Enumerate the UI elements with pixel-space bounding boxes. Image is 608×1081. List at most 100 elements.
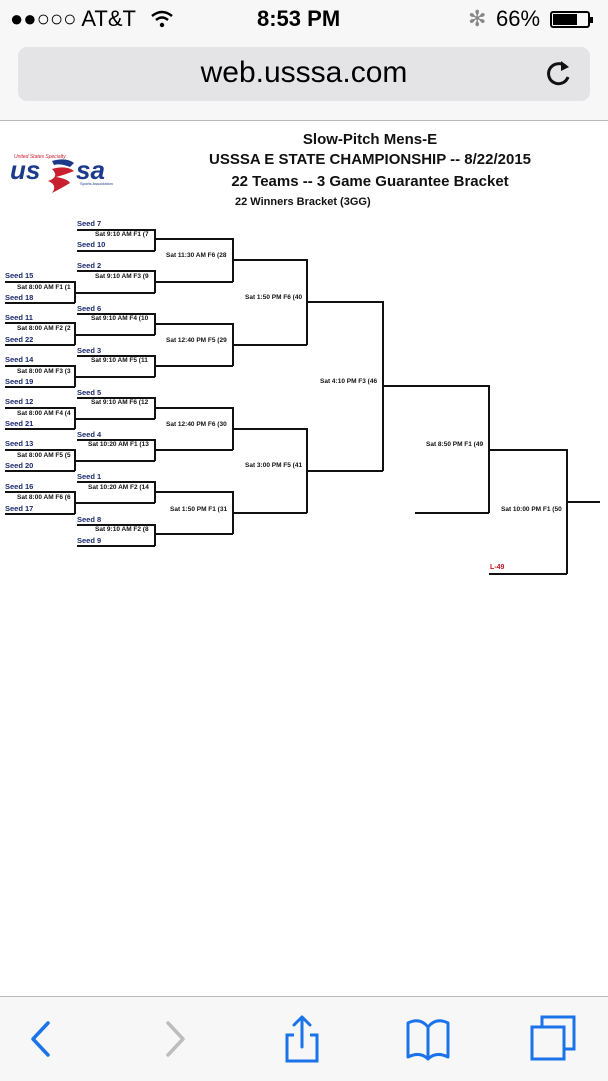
bracket-line [154, 439, 156, 461]
bracket-line [154, 397, 156, 419]
game-label[interactable]: Sat 9:10 AM F5 (11 [91, 357, 148, 364]
battery-percent: 66% [496, 6, 541, 31]
bracket-line [154, 524, 156, 546]
game-label[interactable]: Sat 10:20 AM F2 (14 [88, 484, 149, 491]
bracket-line [77, 524, 155, 526]
clock: 8:53 PM [257, 6, 341, 31]
game-label[interactable]: Sat 8:00 AM F6 (6 [17, 494, 71, 501]
seed-label: Seed 22 [5, 335, 34, 344]
bookmarks-icon[interactable] [404, 1015, 452, 1063]
bracket-line [75, 502, 155, 504]
bracket-title: Slow-Pitch Mens-E [302, 131, 438, 148]
game-label[interactable]: Sat 9:10 AM F6 (12 [91, 399, 149, 406]
game-label[interactable]: Sat 8:00 AM F1 (1 [17, 284, 71, 291]
bracket-line [155, 533, 233, 535]
game-label[interactable]: Sat 8:00 AM F3 (3 [17, 368, 71, 375]
bracket-line [77, 397, 155, 399]
game-label[interactable]: Sat 8:00 AM F4 (4 [17, 410, 71, 417]
bracket-line [77, 545, 155, 547]
bracket-line [74, 281, 76, 303]
bracket-line [233, 512, 307, 514]
game-label[interactable]: Sat 12:40 PM F6 (30 [166, 421, 227, 428]
seed-label: Seed 10 [77, 240, 106, 249]
game-label[interactable]: Sat 9:10 AM F1 (7 [95, 231, 149, 238]
bracket-line [75, 460, 155, 462]
bluetooth-icon: ✻ [468, 6, 487, 31]
bracket-line [155, 407, 233, 409]
game-label[interactable]: Sat 8:50 PM F1 (49 [426, 441, 484, 448]
bracket-line [232, 323, 234, 366]
bracket-line [232, 407, 234, 450]
tabs-icon[interactable] [530, 1015, 578, 1063]
seed-label: Seed 20 [5, 461, 34, 470]
loser-label: L-49 [490, 564, 505, 571]
bracket-line [74, 407, 76, 429]
bracket-line [5, 428, 75, 430]
url-text[interactable]: web.usssa.com [200, 56, 408, 89]
bracket-line [155, 323, 233, 325]
bracket-line [489, 573, 567, 575]
game-label[interactable]: Sat 8:00 AM F5 (5 [17, 452, 71, 459]
bracket-line [74, 322, 76, 345]
seed-label: Seed 9 [77, 536, 102, 545]
game-label[interactable]: Sat 1:50 PM F1 (31 [170, 506, 228, 513]
web-page: United States Specialty us sa Sports Ass… [0, 121, 608, 996]
seed-label: Seed 14 [5, 355, 34, 364]
bracket-format: 22 Teams -- 3 Game Guarantee Bracket [231, 173, 509, 190]
seed-label: Seed 11 [5, 313, 33, 322]
game-label[interactable]: Sat 4:10 PM F3 (46 [320, 378, 378, 385]
bracket-line [488, 385, 490, 513]
bracket-line [154, 270, 156, 293]
bracket-line [155, 365, 233, 367]
bracket-line [415, 512, 489, 514]
bracket-line [75, 376, 155, 378]
seed-label: Seed 13 [5, 439, 34, 448]
seed-label: Seed 3 [77, 346, 102, 355]
address-bar[interactable]: web.usssa.com [18, 47, 590, 101]
bracket-line [155, 281, 233, 283]
bracket-line [155, 491, 233, 493]
reload-icon[interactable] [542, 57, 576, 91]
bracket-line [74, 449, 76, 471]
seed-label: Seed 15 [5, 271, 34, 280]
bracket-line [74, 365, 76, 387]
bracket-line [306, 428, 308, 513]
bracket-line [307, 470, 383, 472]
bracket-line [5, 513, 75, 515]
back-icon[interactable] [18, 1015, 66, 1063]
game-label[interactable]: Sat 9:10 AM F3 (9 [95, 273, 149, 280]
bracket-subtitle: 22 Winners Bracket (3GG) [235, 196, 371, 208]
game-label[interactable]: Sat 1:50 PM F6 (40 [245, 294, 303, 301]
bracket-line [5, 386, 75, 388]
game-label[interactable]: Sat 10:00 PM F1 (50 [501, 506, 562, 513]
game-label[interactable]: Sat 8:00 AM F2 (2 [17, 325, 71, 332]
game-label[interactable]: Sat 9:10 AM F2 (8 [95, 526, 149, 533]
forward-icon[interactable] [150, 1015, 198, 1063]
seed-label: Seed 5 [77, 388, 102, 397]
game-label[interactable]: Sat 11:30 AM F6 (28 [166, 252, 227, 259]
bracket-line [77, 313, 155, 315]
bracket-line [77, 250, 155, 252]
game-label[interactable]: Sat 10:20 AM F1 (13 [88, 441, 149, 448]
game-label[interactable]: Sat 9:10 AM F4 (10 [91, 315, 149, 322]
bracket-line [566, 449, 568, 574]
svg-text:sa: sa [76, 155, 105, 185]
bracket-line [489, 449, 567, 451]
usssa-logo: United States Specialty us sa Sports Ass… [10, 154, 113, 193]
share-icon[interactable] [278, 1015, 326, 1063]
tournament-title: USSSA E STATE CHAMPIONSHIP -- 8/22/2015 [208, 151, 532, 168]
game-label[interactable]: Sat 12:40 PM F5 (29 [166, 337, 227, 344]
browser-toolbar [0, 996, 608, 1081]
bracket-line [232, 491, 234, 534]
seed-label: Seed 12 [5, 397, 34, 406]
bracket-line [233, 259, 307, 261]
bracket-line [382, 301, 384, 471]
game-label[interactable]: Sat 3:00 PM F5 (41 [245, 462, 303, 469]
bracket-line [307, 301, 383, 303]
bracket-line [233, 344, 307, 346]
bracket-line [5, 407, 75, 409]
bracket-line [5, 302, 75, 304]
bracket-line [154, 355, 156, 377]
seed-label: Seed 7 [77, 219, 102, 228]
bracket-line [75, 292, 155, 294]
